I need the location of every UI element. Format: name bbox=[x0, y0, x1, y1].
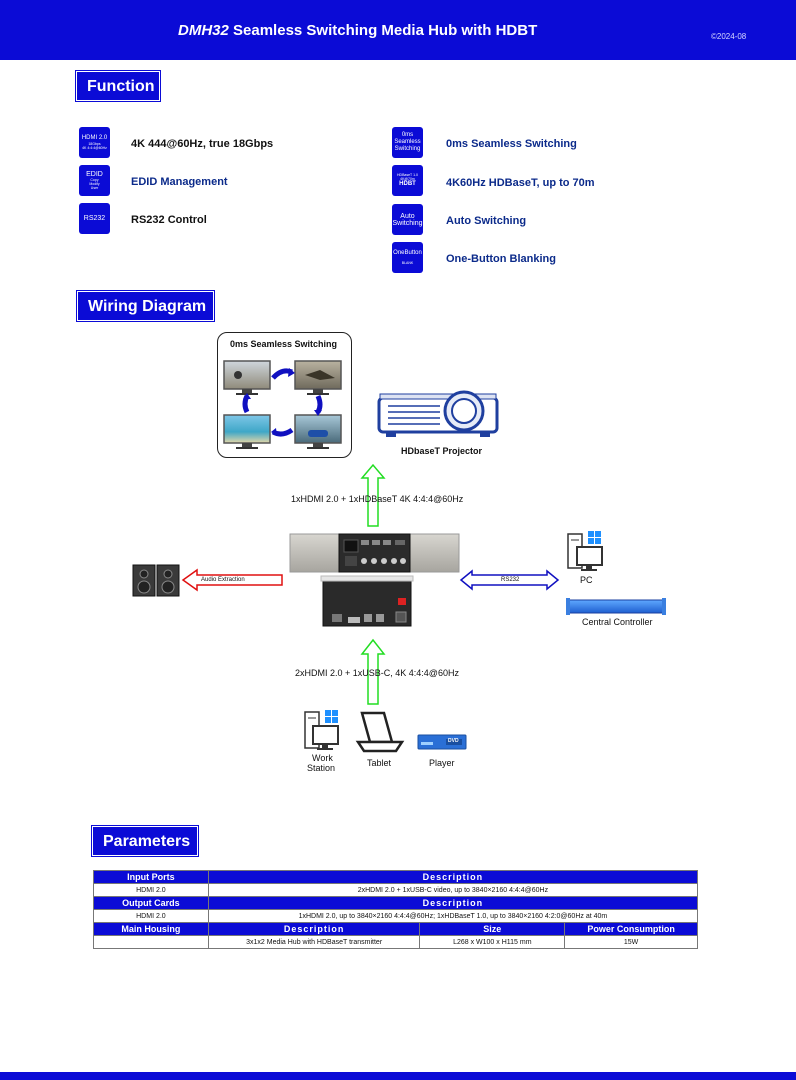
seamless-icon-line1: 0ms bbox=[401, 132, 414, 138]
dvd-player-icon bbox=[417, 734, 467, 750]
housing-size-cell: L268 x W100 x H115 mm bbox=[419, 935, 566, 949]
dvd-label: DVD bbox=[448, 738, 459, 744]
player-label: Player bbox=[429, 758, 455, 768]
output-description-header: Description bbox=[207, 896, 699, 910]
title-text: Seamless Switching Media Hub with HDBT bbox=[228, 22, 538, 39]
onebutton-icon-line2: BLANK bbox=[401, 261, 414, 265]
hdbaset-icon-line2: 4K@70m bbox=[400, 177, 415, 181]
hdmi-icon-line1: HDMI 2.0 bbox=[81, 135, 108, 141]
output-cards-header-row: Output Cards Description bbox=[93, 896, 699, 910]
size-header: Size bbox=[419, 922, 566, 936]
housing-description-cell: 3x1x2 Media Hub with HDBaseT transmitter bbox=[207, 935, 421, 949]
feature-label-hdbaset: 4K60Hz HDBaseT, up to 70m bbox=[446, 177, 595, 189]
pc-icon bbox=[567, 531, 603, 571]
seamless-icon-line2: Seamless bbox=[394, 139, 421, 145]
feature-label-blank: One-Button Blanking bbox=[446, 253, 556, 265]
edid-icon-line3: Modify bbox=[89, 182, 100, 186]
rs232-icon-line1: RS232 bbox=[83, 215, 106, 222]
page-title: DMH32 Seamless Switching Media Hub with … bbox=[178, 22, 537, 39]
parameters-heading: Parameters bbox=[91, 825, 199, 857]
feature-label-edid: EDID Management bbox=[131, 176, 228, 188]
pc-label: PC bbox=[580, 575, 593, 585]
hdbaset-icon-line3: HDBT bbox=[399, 181, 416, 187]
auto-switching-icon: Auto Switching bbox=[392, 204, 423, 235]
page-footer-bar bbox=[0, 1072, 796, 1080]
audio-extraction-label: Audio Extraction bbox=[201, 577, 245, 583]
edid-icon: EDID Copy Modify User bbox=[79, 165, 110, 196]
edid-icon-line2: Copy bbox=[90, 178, 99, 182]
controller-label: Central Controller bbox=[582, 617, 653, 627]
output-connection-label: 1xHDMI 2.0 + 1xHDBaseT 4K 4:4:4@60Hz bbox=[291, 494, 464, 504]
function-heading: Function bbox=[75, 70, 161, 102]
table-row: HDMI 2.0 1xHDMI 2.0, up to 3840×2160 4:4… bbox=[93, 909, 699, 923]
input-description-header: Description bbox=[207, 870, 699, 884]
wiring-heading: Wiring Diagram bbox=[76, 290, 215, 322]
output-description-cell: 1xHDMI 2.0, up to 3840×2160 4:4:4@60Hz; … bbox=[207, 909, 699, 923]
hdbaset-icon-line1: HDBaseT 1.0 bbox=[397, 173, 418, 177]
input-description-cell: 2xHDMI 2.0 + 1xUSB-C video, up to 3840×2… bbox=[207, 883, 699, 897]
table-row: HDMI 2.0 2xHDMI 2.0 + 1xUSB-C video, up … bbox=[93, 883, 699, 897]
main-housing-header: Main Housing bbox=[93, 922, 209, 936]
tablet-icon bbox=[355, 711, 405, 753]
feature-label-auto: Auto Switching bbox=[446, 215, 527, 227]
housing-empty-cell bbox=[93, 935, 209, 949]
output-cards-header: Output Cards bbox=[93, 896, 209, 910]
hdmi-icon: HDMI 2.0 18Gbps 4K 4:4:4@60Hz bbox=[79, 127, 110, 158]
auto-icon-line1: Auto bbox=[400, 212, 415, 220]
media-hub-device bbox=[289, 533, 460, 627]
auto-icon-line2: Switching bbox=[392, 219, 423, 227]
table-row: 3x1x2 Media Hub with HDBaseT transmitter… bbox=[93, 935, 698, 949]
seamless-box-title: 0ms Seamless Switching bbox=[230, 339, 338, 349]
parameters-table: Input Ports Description HDMI 2.0 2xHDMI … bbox=[93, 870, 699, 949]
power-header: Power Consumption bbox=[564, 922, 698, 936]
input-ports-header: Input Ports bbox=[93, 870, 209, 884]
monitor-icon-1 bbox=[223, 360, 271, 395]
one-button-icon: OneButton BLANK bbox=[392, 242, 423, 273]
tablet-label: Tablet bbox=[367, 758, 392, 768]
housing-description-header: Description bbox=[207, 922, 421, 936]
seamless-icon: 0ms Seamless Switching bbox=[392, 127, 423, 158]
input-connection-label: 2xHDMI 2.0 + 1xUSB-C, 4K 4:4:4@60Hz bbox=[295, 668, 459, 678]
workstation-label-1: Work bbox=[312, 753, 333, 763]
copyright: ©2024-08 bbox=[711, 32, 747, 41]
seamless-icon-line3: Switching bbox=[394, 146, 421, 152]
workstation-icon bbox=[304, 710, 339, 750]
housing-header-row: Main Housing Description Size Power Cons… bbox=[93, 922, 698, 936]
feature-label-4k: 4K 444@60Hz, true 18Gbps bbox=[131, 138, 274, 150]
output-card-cell: HDMI 2.0 bbox=[93, 909, 209, 923]
housing-power-cell: 15W bbox=[564, 935, 698, 949]
onebutton-icon-line1: OneButton bbox=[393, 250, 422, 256]
model-name: DMH32 bbox=[178, 22, 229, 39]
rs232-label: RS232 bbox=[501, 577, 520, 583]
hdmi-icon-line2: 18Gbps bbox=[88, 142, 101, 146]
hdmi-icon-line3: 4K 4:4:4@60Hz bbox=[82, 146, 107, 150]
hdbaset-icon: HDBaseT 1.0 4K@70m HDBT bbox=[392, 165, 423, 196]
feature-label-seamless: 0ms Seamless Switching bbox=[446, 138, 577, 150]
projector-label: HDbaseT Projector bbox=[401, 446, 483, 456]
central-controller-icon bbox=[566, 598, 666, 615]
workstation-label-2: Station bbox=[307, 763, 336, 773]
page-header: DMH32 Seamless Switching Media Hub with … bbox=[0, 0, 796, 60]
speaker-icon bbox=[132, 564, 180, 597]
edid-icon-line1: EDID bbox=[86, 171, 103, 178]
rs232-icon: RS232 bbox=[79, 203, 110, 234]
feature-label-rs232: RS232 Control bbox=[131, 214, 207, 226]
projector-icon bbox=[377, 390, 499, 437]
input-ports-header-row: Input Ports Description bbox=[93, 870, 699, 884]
edid-icon-line4: User bbox=[90, 186, 99, 190]
input-port-cell: HDMI 2.0 bbox=[93, 883, 209, 897]
monitor-icon-3 bbox=[223, 414, 271, 449]
monitor-icon-4 bbox=[294, 414, 342, 449]
monitor-icon-2 bbox=[294, 360, 342, 395]
